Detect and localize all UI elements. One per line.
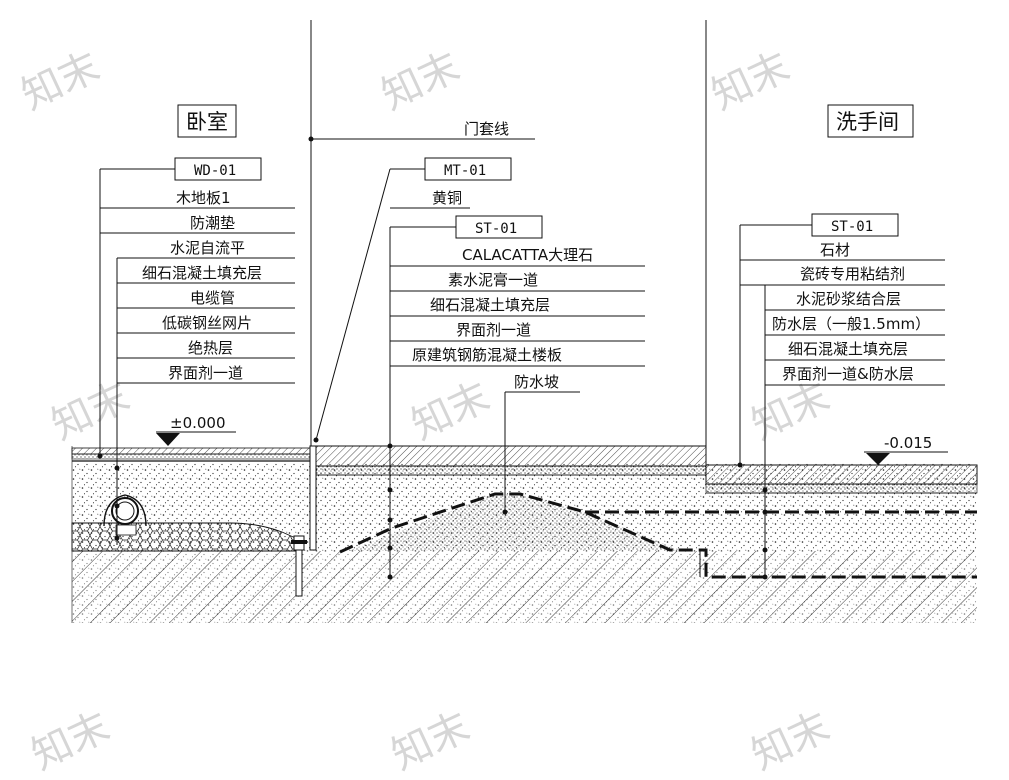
room-label-left-text: 卧室 [186,110,228,134]
callout-st-mid: ST-01 CALACATTA大理石 素水泥膏一道 细石混凝土填充层 界面剂一道… [387,215,645,580]
anchor-bolt-icon [291,535,307,597]
callout-wd: WD-01 木地板1 防潮垫 水泥自流平 细石混凝土填充层 电缆管 低碳钢丝网片… [97,157,295,545]
wood-floor-layer [71,447,311,455]
st-right-layer: 界面剂一道&防水层 [782,365,914,383]
st-mid-layer: CALACATTA大理石 [462,246,593,264]
st-right-layer: 防水层（一般1.5mm） [772,315,930,333]
st-mid-layer: 细石混凝土填充层 [430,296,550,314]
wd-layer: 绝热层 [188,339,233,357]
room-label-right-text: 洗手间 [836,110,899,134]
watermark: 知末 [705,44,797,119]
insulation-layer [71,522,301,552]
wd-layer: 防潮垫 [190,214,235,232]
watermark: 知末 [15,44,107,119]
callout-mt-code: MT-01 [444,163,486,179]
wd-layer: 细石混凝土填充层 [142,264,262,282]
door-line-label: 门套线 [464,120,509,138]
room-label-right: 洗手间 [827,104,914,138]
elevation-right: -0.015 [864,434,948,465]
st-right-layer: 石材 [820,241,850,259]
st-mid-layer: 素水泥膏一道 [448,271,538,289]
wd-layer: 水泥自流平 [170,239,245,257]
callout-mt: MT-01 黄铜 [313,157,512,443]
waterproof-line [339,492,977,579]
wd-layer: 木地板1 [176,189,231,207]
door-line-callout: 门套线 [308,120,535,142]
elevation-right-label: -0.015 [884,434,932,452]
watermark-layer: 知末 知末 知末 知末 知末 知末 知末 知末 知末 [15,44,837,779]
section-body [71,445,978,623]
watermark: 知末 [385,704,477,779]
elevation-left: ±0.000 [156,414,236,446]
watermark: 知末 [375,44,467,119]
st-mid-layer: 原建筑钢筋混凝土楼板 [412,346,562,364]
mt-layer: 黄铜 [432,189,462,207]
door-lines [310,20,707,446]
slope-label: 防水坡 [514,373,559,391]
callout-st-right: ST-01 石材 瓷砖专用粘结剂 水泥砂浆结合层 防水层（一般1.5mm） 细石… [737,213,945,580]
slope-callout: 防水坡 [502,373,580,515]
wd-layer: 低碳钢丝网片 [162,314,252,332]
st-right-layer: 水泥砂浆结合层 [796,290,901,308]
watermark: 知末 [405,374,497,449]
marble-threshold [315,445,707,467]
st-right-layer: 细石混凝土填充层 [788,340,908,358]
elevation-left-label: ±0.000 [170,414,226,432]
callout-wd-code: WD-01 [194,163,236,179]
callout-st-right-code: ST-01 [831,219,873,235]
watermark: 知末 [745,704,837,779]
st-mid-layer: 界面剂一道 [456,321,531,339]
room-label-left: 卧室 [177,104,237,138]
watermark: 知末 [25,704,117,779]
callout-st-mid-code: ST-01 [475,221,517,237]
wd-layer: 电缆管 [190,289,235,307]
wd-layer: 界面剂一道 [168,364,243,382]
brass-strip [309,445,317,551]
bathroom-stone [705,464,978,485]
watermark: 知末 [45,374,137,449]
waterproof-slope [348,494,680,551]
st-right-layer: 瓷砖专用粘结剂 [800,265,905,283]
